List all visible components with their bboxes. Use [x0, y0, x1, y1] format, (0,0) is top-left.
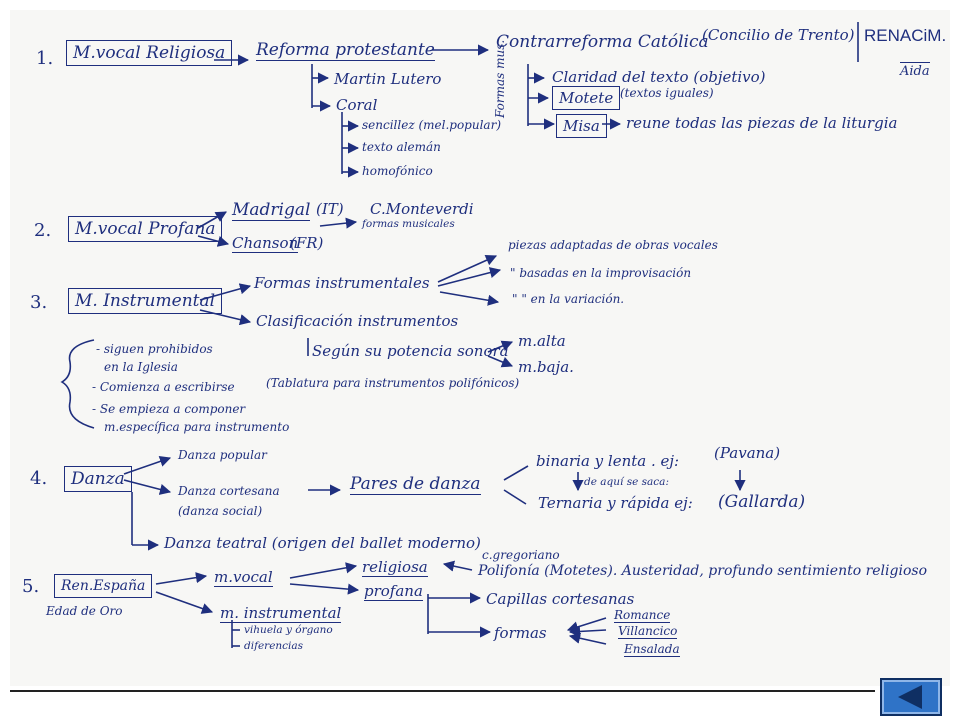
madrigal-italia: (IT) — [316, 200, 344, 218]
polifonia: Polifonía (Motetes). Austeridad, profund… — [478, 563, 927, 579]
formas-instrumentales: Formas instrumentales — [254, 274, 430, 292]
m-instrumental: m. instrumental — [220, 604, 342, 623]
profana: profana — [364, 582, 423, 601]
note-iglesia: en la Iglesia — [104, 360, 178, 374]
ren-espana-box: Ren.España — [54, 574, 153, 598]
danza-teatral: Danza teatral (origen del ballet moderno… — [164, 534, 481, 552]
coral-texto-aleman: texto alemán — [362, 140, 441, 154]
ternaria-rapida: Ternaria y rápida ej: — [538, 494, 693, 512]
triangle-left-icon — [898, 685, 922, 709]
note-especifica: m.específica para instrumento — [104, 420, 290, 434]
concilio-de-trento: (Concilio de Trento) — [702, 26, 855, 44]
section-number-5: 5. — [22, 576, 40, 597]
gallarda: (Gallarda) — [718, 492, 806, 512]
ensalada: Ensalada — [624, 642, 680, 657]
binaria-lenta: binaria y lenta . ej: — [536, 452, 680, 470]
vihuela-y-organo: vihuela y órgano — [244, 624, 333, 636]
formas-musicales-vertical: Formas mus. — [493, 39, 507, 118]
instrumental-box: M. Instrumental — [68, 288, 223, 314]
coral: Coral — [336, 96, 378, 114]
danza-box: Danza — [64, 466, 132, 492]
chanson: Chanson — [232, 234, 299, 253]
danza-popular: Danza popular — [178, 448, 267, 462]
forma-piezas-adaptadas: piezas adaptadas de obras vocales — [508, 238, 718, 252]
claridad-del-texto: Claridad del texto (objetivo) — [552, 68, 766, 86]
forma-improvisacion: " basadas en la improvisación — [510, 266, 692, 280]
potencia-sonora: Según su potencia sonora — [312, 342, 509, 360]
diferencias: diferencias — [244, 640, 304, 652]
note-tablatura: (Tablatura para instrumentos polifónicos… — [266, 376, 520, 390]
monteverdi: C.Monteverdi — [370, 200, 474, 218]
coral-sencillez: sencillez (mel.popular) — [362, 118, 502, 132]
motete-note: (textos iguales) — [620, 86, 714, 100]
coral-homofonico: homofónico — [362, 164, 433, 178]
musica-alta: m.alta — [518, 332, 566, 350]
note-prohibidos: - siguen prohibidos — [96, 342, 213, 356]
romance: Romance — [614, 608, 671, 623]
contrarreforma: Contrarreforma Católica — [496, 32, 709, 52]
madrigal: Madrigal — [232, 200, 311, 221]
forma-variacion: " " en la variación. — [512, 292, 625, 306]
note-escribirse: - Comienza a escribirse — [92, 380, 235, 394]
author-aida: Aida — [900, 62, 930, 79]
musica-baja: m.baja. — [518, 358, 574, 376]
formas-musicales-note: formas musicales — [362, 218, 455, 230]
edad-de-oro: Edad de Oro — [46, 604, 123, 618]
danza-social: (danza social) — [178, 504, 263, 518]
renacimiento-label: RENACiM. — [864, 26, 947, 45]
footer-divider — [10, 690, 875, 692]
chanson-francia: (FR) — [290, 234, 324, 252]
misa-note: reune todas las piezas de la liturgia — [626, 114, 898, 132]
section-number-1: 1. — [36, 48, 54, 69]
formas: formas — [494, 624, 547, 642]
section-number-4: 4. — [30, 468, 48, 489]
back-button[interactable] — [880, 678, 942, 716]
section-number-2: 2. — [34, 220, 52, 241]
religiosa: religiosa — [362, 558, 428, 577]
de-aqui-se-saca: de aquí se saca: — [584, 476, 669, 488]
martin-lutero: Martin Lutero — [334, 70, 442, 88]
clasificacion-instrumentos: Clasificación instrumentos — [256, 312, 459, 330]
m-vocal: m.vocal — [214, 568, 273, 587]
capillas-cortesanas: Capillas cortesanas — [486, 590, 635, 608]
vocal-profana-box: M.vocal Profana — [68, 216, 223, 242]
section-number-3: 3. — [30, 292, 48, 313]
vocal-religiosa-box: M.vocal Religiosa — [66, 40, 233, 66]
notebook-page — [10, 10, 950, 686]
misa-box: Misa — [556, 114, 607, 138]
reforma-protestante: Reforma protestante — [256, 40, 435, 61]
danza-cortesana: Danza cortesana — [178, 484, 280, 498]
pares-de-danza: Pares de danza — [350, 474, 481, 495]
villancico: Villancico — [618, 624, 678, 639]
pavana: (Pavana) — [714, 444, 781, 462]
canto-gregoriano: c.gregoriano — [482, 548, 560, 562]
note-componer: - Se empieza a componer — [92, 402, 246, 416]
motete-box: Motete — [552, 86, 621, 110]
